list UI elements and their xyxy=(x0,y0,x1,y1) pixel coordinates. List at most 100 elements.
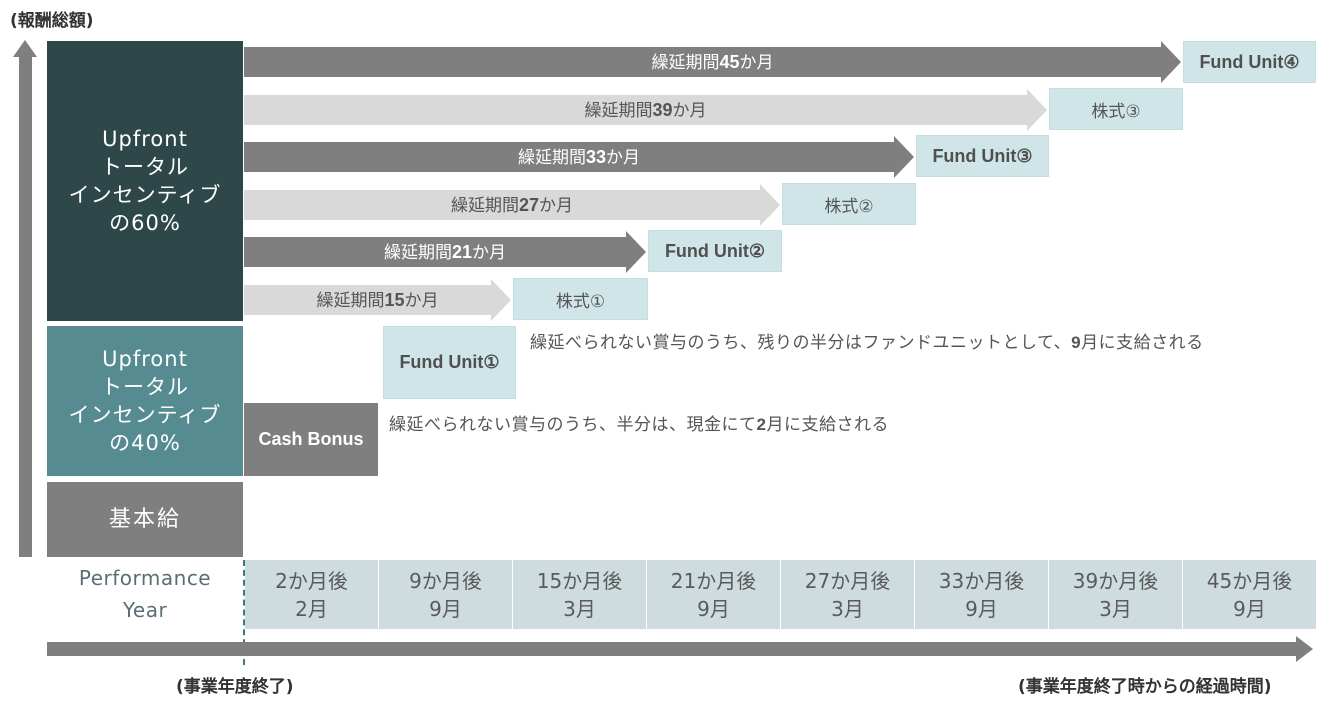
y-axis-arrow-head-icon xyxy=(13,40,37,57)
timeline-cell: 2か月後 2月 xyxy=(245,560,378,629)
timeline-cell: 15か月後 3月 xyxy=(513,560,646,629)
block-line: Upfront xyxy=(102,127,188,151)
base-salary-block: 基本給 xyxy=(47,482,243,557)
label-prefix: 繰延期間 xyxy=(651,53,720,73)
block-line: Upfront xyxy=(102,347,188,371)
label-months: 15 xyxy=(384,290,405,310)
fund-unit-payout-box: Fund Unit② xyxy=(648,230,782,272)
note-text: 繰延べられない賞与のうち、残りの半分はファンドユニットとして、 xyxy=(530,333,1072,353)
y-axis-label: (報酬総額) xyxy=(10,11,94,31)
label-suffix: か月 xyxy=(472,243,507,263)
month-label: 2月 xyxy=(295,596,328,621)
stock-payout-box: 株式③ xyxy=(1049,88,1183,130)
block-line: トータル xyxy=(101,155,189,179)
timeline-cell: 33か月後 9月 xyxy=(915,560,1048,629)
deferral-period-label: 繰延期間33か月 xyxy=(244,142,914,172)
note-text: 繰延べられない賞与のうち、半分は、現金にて xyxy=(389,415,757,435)
elapsed-label: 27か月後 xyxy=(804,568,891,593)
label-suffix: か月 xyxy=(672,101,707,121)
timeline-cell: 45か月後 9月 xyxy=(1183,560,1316,629)
elapsed-label: 45か月後 xyxy=(1206,568,1293,593)
timeline-cell: 21か月後 9月 xyxy=(647,560,780,629)
note-text: 月に支給される xyxy=(766,415,889,435)
arrow-head-icon xyxy=(894,136,914,178)
arrow-shaft xyxy=(244,95,1027,125)
x-axis-arrow-shaft xyxy=(47,642,1297,656)
arrow-shaft xyxy=(244,285,491,315)
label-prefix: 繰延期間 xyxy=(584,101,653,121)
deferral-period-label: 繰延期間39か月 xyxy=(244,95,1047,125)
elapsed-label: 39か月後 xyxy=(1072,568,1159,593)
note-text: 月に支給される xyxy=(1081,333,1204,353)
block-line: インセンティブ xyxy=(68,183,222,207)
label-prefix: 繰延期間 xyxy=(383,243,452,263)
performance-year-label: Performance Year xyxy=(47,560,243,628)
block-line: トータル xyxy=(101,375,189,399)
deferral-period-label: 繰延期間21か月 xyxy=(244,237,646,267)
month-label: 3月 xyxy=(831,596,864,621)
arrow-head-icon xyxy=(760,184,780,226)
label-prefix: 繰延期間 xyxy=(450,196,519,216)
base-salary-label: 基本給 xyxy=(108,506,181,532)
label-prefix: 繰延期間 xyxy=(316,291,385,311)
perf-line: Year xyxy=(122,598,168,622)
label-prefix: 繰延期間 xyxy=(517,148,586,168)
perf-line: Performance xyxy=(78,566,212,590)
arrow-head-icon xyxy=(491,279,511,321)
upfront-60-block: Upfront トータル インセンティブ の60% xyxy=(47,41,243,321)
note-bold: 9 xyxy=(1071,333,1082,352)
label-months: 39 xyxy=(652,100,673,120)
fund-unit-payout-box: Fund Unit④ xyxy=(1183,41,1316,83)
arrow-shaft xyxy=(244,190,760,220)
stock-payout-box: 株式② xyxy=(782,183,916,225)
stock-payout-box: 株式① xyxy=(513,278,648,320)
deferral-period-label: 繰延期間15か月 xyxy=(244,285,511,315)
arrow-head-icon xyxy=(1027,89,1047,131)
label-suffix: か月 xyxy=(539,196,574,216)
fund-unit-payout-box: Fund Unit③ xyxy=(916,135,1049,177)
block-line: の60% xyxy=(109,211,181,235)
month-label: 9月 xyxy=(429,596,462,621)
block-line: の40% xyxy=(109,431,181,455)
month-label: 9月 xyxy=(1233,596,1266,621)
x-axis-start-label: (事業年度終了) xyxy=(176,677,294,697)
arrow-head-icon xyxy=(626,231,646,273)
label-suffix: か月 xyxy=(739,53,774,73)
label-months: 27 xyxy=(518,195,540,215)
timeline-cell: 27か月後 3月 xyxy=(781,560,914,629)
timeline-cell: 39か月後 3月 xyxy=(1049,560,1182,629)
month-label: 9月 xyxy=(697,596,730,621)
timeline-row: 2か月後 2月 9か月後 9月 15か月後 3月 21か月後 9月 27か月後 3月 33か月後 9月… xyxy=(245,560,1316,629)
fund-unit-note: 繰延べられない賞与のうち、残りの半分はファンドユニットとして、9月に支給される xyxy=(530,328,1204,353)
fund-unit-1-box: Fund Unit① xyxy=(383,326,516,399)
elapsed-label: 15か月後 xyxy=(536,568,623,593)
arrow-head-icon xyxy=(1161,41,1181,83)
deferral-period-label: 繰延期間27か月 xyxy=(244,190,780,220)
elapsed-label: 9か月後 xyxy=(409,568,482,593)
elapsed-label: 2か月後 xyxy=(275,568,348,593)
arrow-shaft xyxy=(244,237,626,267)
elapsed-label: 33か月後 xyxy=(938,568,1025,593)
label-months: 21 xyxy=(451,242,473,262)
arrow-shaft xyxy=(244,142,894,172)
label-months: 33 xyxy=(585,147,607,167)
month-label: 3月 xyxy=(1099,596,1132,621)
label-suffix: か月 xyxy=(606,148,641,168)
month-label: 3月 xyxy=(563,596,596,621)
month-label: 9月 xyxy=(965,596,998,621)
timeline-cell: 9か月後 9月 xyxy=(379,560,512,629)
label-suffix: か月 xyxy=(404,291,439,311)
x-axis-arrow-head-icon xyxy=(1296,636,1313,662)
arrow-shaft xyxy=(244,47,1161,77)
y-axis-arrow-shaft xyxy=(19,56,32,557)
note-bold: 2 xyxy=(756,415,767,434)
block-line: インセンティブ xyxy=(68,403,222,427)
label-months: 45 xyxy=(719,52,740,72)
cash-bonus-note: 繰延べられない賞与のうち、半分は、現金にて2月に支給される xyxy=(389,410,889,435)
x-axis-end-label: (事業年度終了時からの経過時間) xyxy=(1018,677,1272,697)
upfront-40-block: Upfront トータル インセンティブ の40% xyxy=(47,326,243,476)
cash-bonus-box: Cash Bonus xyxy=(244,403,378,476)
elapsed-label: 21か月後 xyxy=(670,568,757,593)
fiscal-year-end-divider xyxy=(243,560,245,665)
deferral-period-label: 繰延期間45か月 xyxy=(244,47,1181,77)
